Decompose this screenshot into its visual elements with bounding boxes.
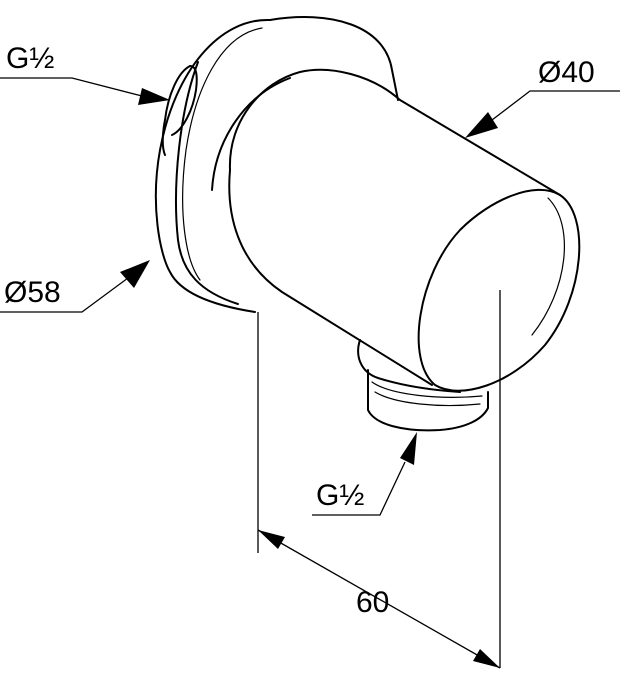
- dim-length: 60: [257, 290, 501, 669]
- outlet-thread-ring-2: [374, 391, 481, 407]
- dim-diameter-flange: Ø58: [0, 260, 150, 313]
- dim-thread-outlet: G½: [312, 432, 417, 516]
- leader-thread-outlet: [312, 461, 406, 516]
- wall-flange: [154, 16, 399, 313]
- flange-rear-rim: [175, 61, 239, 305]
- arrowhead-thread-outlet: [400, 432, 417, 465]
- flange-back-edge: [269, 16, 399, 101]
- dim-thread-back: G½: [0, 42, 170, 105]
- cylinder-inner-shoulder: [228, 169, 433, 386]
- leader-diameter-flange: [0, 277, 129, 313]
- label-diameter-flange: Ø58: [4, 276, 61, 309]
- outlet-collar: [357, 339, 461, 393]
- outlet-thread-ring: [371, 381, 483, 398]
- flange-front-face: [154, 18, 271, 313]
- cylinder-left-curve: [211, 77, 291, 191]
- arrowhead-length-left: [258, 530, 285, 549]
- outlet-thread-body: [367, 369, 489, 432]
- back-stub-end: [171, 65, 198, 136]
- dimension-line-length: [257, 529, 501, 669]
- dim-diameter-body: Ø40: [465, 56, 620, 138]
- leader-thread-back: [0, 77, 143, 97]
- cylinder-end-face: [417, 189, 581, 392]
- arrowhead-length-right: [473, 649, 500, 668]
- cylinder-end-chamfer: [531, 197, 565, 336]
- arrowhead-diameter-flange: [120, 260, 150, 288]
- label-length: 60: [356, 586, 389, 619]
- label-thread-outlet: G½: [316, 479, 364, 512]
- flange-chamfer-line: [182, 27, 263, 281]
- cylinder-body: [211, 68, 581, 392]
- back-thread-stub: [161, 65, 198, 156]
- cylinder-top-edge: [228, 68, 561, 196]
- arrowhead-thread-back: [138, 88, 170, 105]
- label-thread-back: G½: [6, 42, 54, 75]
- arrowhead-diameter-body: [465, 112, 498, 138]
- back-stub-outline: [161, 65, 191, 156]
- leader-diameter-body: [491, 90, 620, 121]
- label-diameter-body: Ø40: [538, 56, 595, 89]
- outlet-nipple: [357, 339, 489, 432]
